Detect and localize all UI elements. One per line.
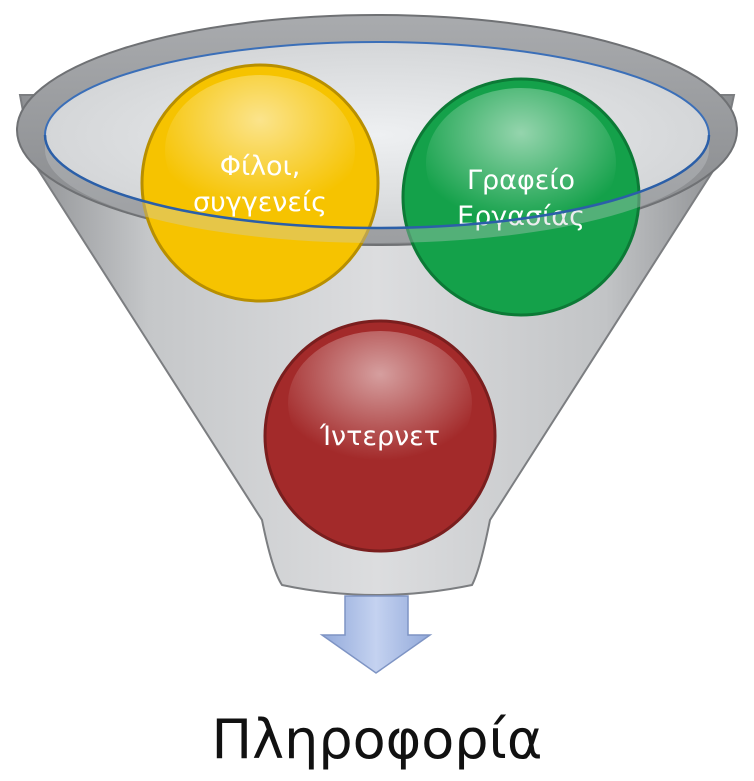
output-label: Πληροφορία <box>212 708 543 771</box>
source-circle-friends: Φίλοι, συγγενείς <box>140 63 380 303</box>
source-label-work-office-line2: Εργασίας <box>457 201 585 232</box>
source-label-friends-line2: συγγενείς <box>193 187 327 218</box>
funnel-front-edge <box>43 134 711 230</box>
down-arrow-icon <box>319 595 433 674</box>
source-circle-internet: Ίντερνετ <box>263 319 497 553</box>
source-circle-work-office: Γραφείο Εργασίας <box>401 77 641 317</box>
source-label-work-office-line1: Γραφείο <box>467 165 575 196</box>
source-label-friends-line1: Φίλοι, <box>220 151 301 182</box>
source-label-internet: Ίντερνετ <box>319 421 440 452</box>
